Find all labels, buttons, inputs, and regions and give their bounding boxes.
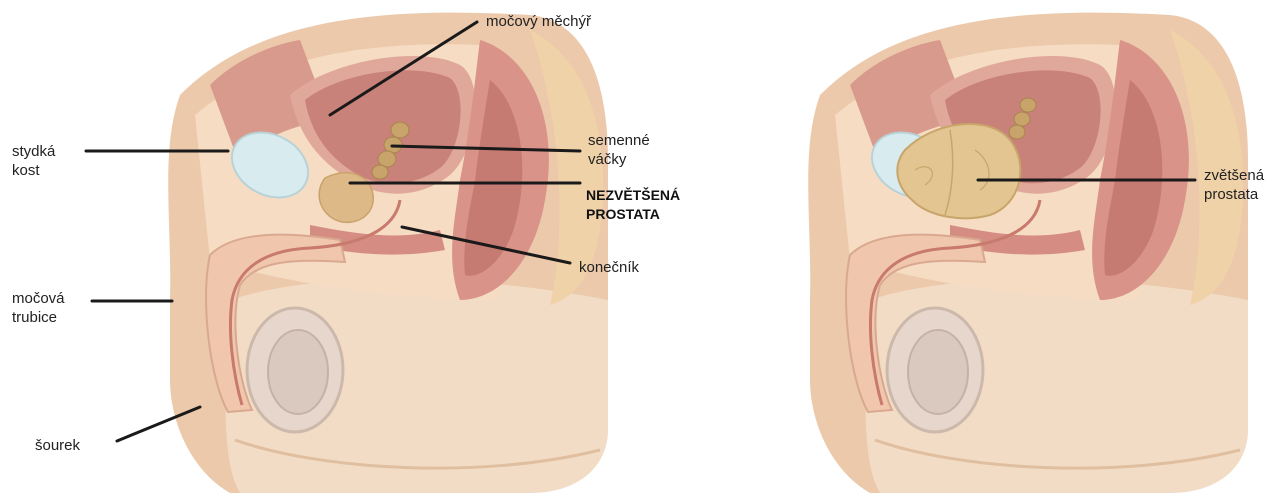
left-anatomy-illustration — [168, 13, 608, 493]
label-bladder: močový měchýř — [486, 12, 591, 31]
label-rectum: konečník — [579, 258, 639, 277]
label-normal-prostate: NEZVĚTŠENÁ PROSTATA — [586, 186, 680, 224]
right-anatomy-illustration — [808, 13, 1248, 493]
label-scrotum: šourek — [35, 436, 80, 455]
label-pubic-bone: stydká kost — [12, 142, 55, 180]
label-urethra: močová trubice — [12, 289, 65, 327]
normal-prostate-shape — [319, 173, 373, 223]
label-enlarged-prostate: zvětšená prostata — [1204, 166, 1264, 204]
label-seminal-vesicles: semenné váčky — [588, 131, 650, 169]
